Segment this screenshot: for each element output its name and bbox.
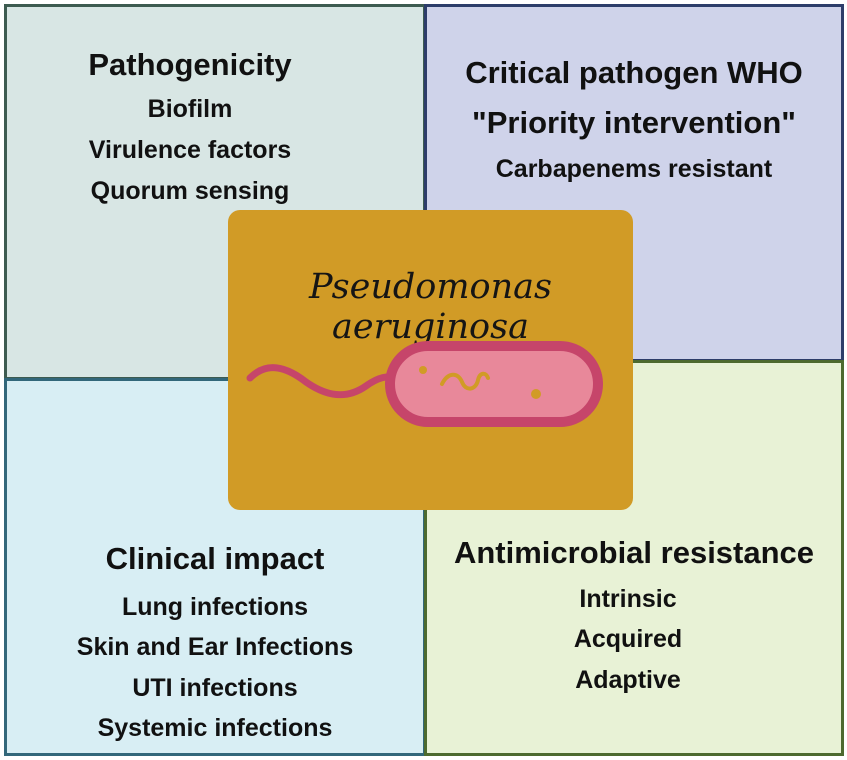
amr-item: Adaptive (575, 666, 681, 694)
dna-squiggle-shape (440, 371, 490, 391)
bacterium-icon (246, 341, 603, 427)
center-species-box: Pseudomonas aeruginosa (228, 210, 633, 510)
who-priority-panel: Critical pathogen WHO "Priority interven… (424, 4, 844, 362)
pathogenicity-title: Pathogenicity (88, 47, 292, 82)
who-title-line2: "Priority intervention" (472, 105, 796, 140)
amr-title: Antimicrobial resistance (453, 535, 815, 570)
clinical-impact-panel: Clinical impact Lung infections Skin and… (4, 378, 426, 756)
amr-item: Intrinsic (579, 585, 677, 613)
clinical-title: Clinical impact (105, 541, 325, 576)
granule-dot (531, 389, 541, 399)
who-item: Carbapenems resistant (495, 155, 773, 183)
clinical-item: Lung infections (121, 593, 309, 621)
pathogenicity-item: Quorum sensing (90, 177, 290, 205)
who-title-line1: Critical pathogen WHO (465, 55, 803, 90)
pathogenicity-item: Biofilm (147, 95, 233, 123)
species-name: Pseudomonas aeruginosa (309, 267, 552, 347)
flagellum-shape (246, 364, 400, 399)
granule-dot (419, 366, 427, 374)
clinical-item: UTI infections (132, 674, 298, 702)
clinical-item: Skin and Ear Infections (76, 633, 354, 661)
pathogenicity-item: Virulence factors (88, 136, 292, 164)
pathogenicity-panel: Pathogenicity Biofilm Virulence factors … (4, 4, 426, 380)
amr-item: Acquired (573, 625, 683, 653)
clinical-item: Systemic infections (97, 714, 333, 742)
cell-body-shape (385, 341, 603, 427)
